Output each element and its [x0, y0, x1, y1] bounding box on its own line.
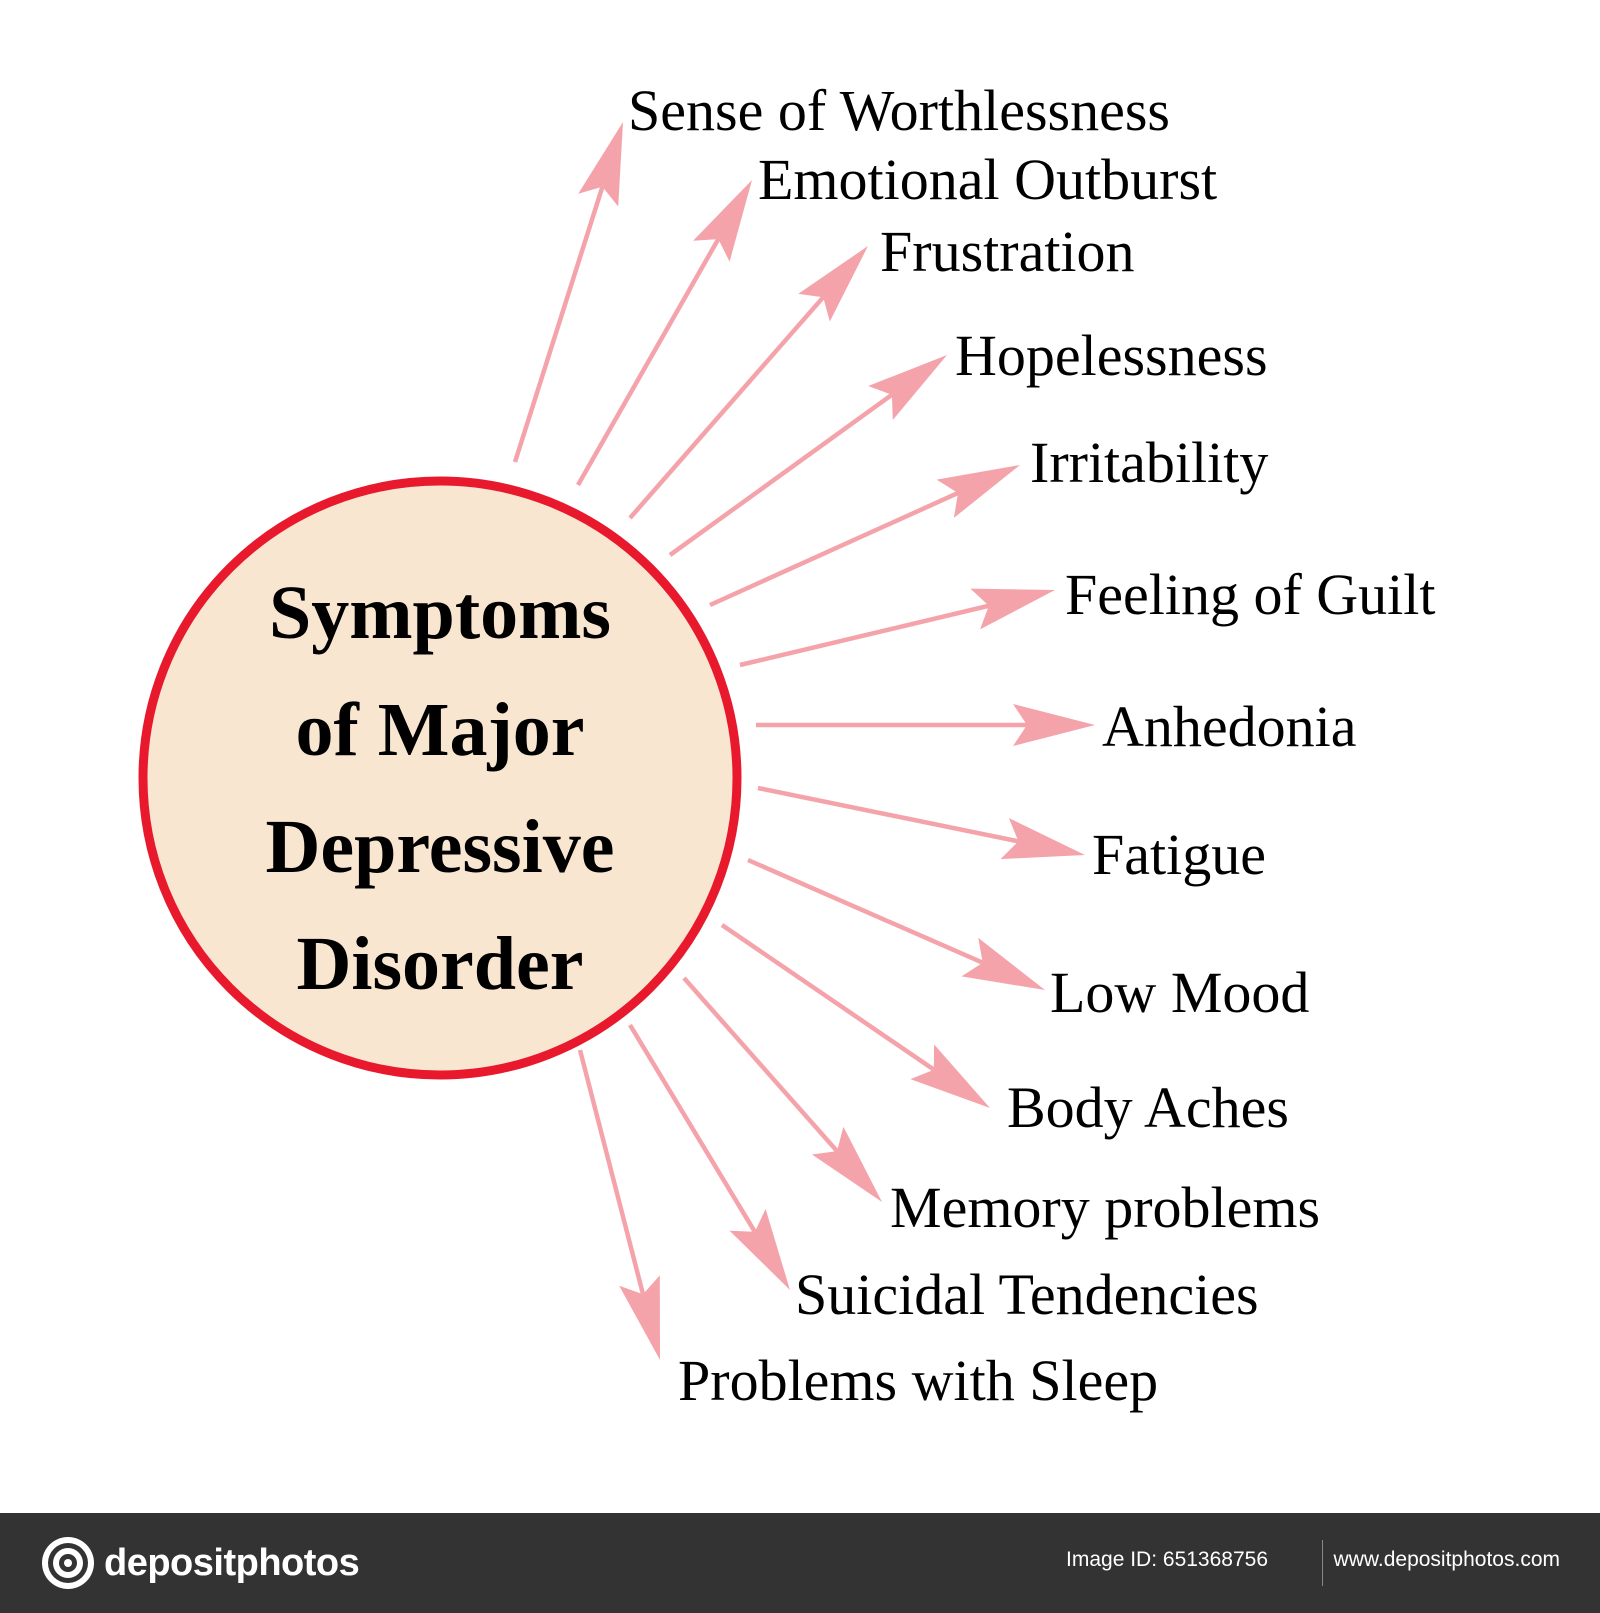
camera-icon	[42, 1537, 94, 1589]
arrow-head	[812, 1126, 882, 1202]
arrow-shaft	[757, 785, 1019, 844]
arrow-head	[868, 355, 947, 420]
arrow-head	[619, 1275, 660, 1360]
center-title-line-2: of Major	[295, 688, 585, 772]
symptom-label-suicidal-tendencies: Suicidal Tendencies	[795, 1262, 1259, 1327]
diagram: Symptoms of Major Depressive Disorder Se…	[138, 78, 1436, 1413]
arrow-6	[739, 588, 1055, 668]
image-id: Image ID: 651368756	[1066, 1548, 1268, 1571]
arrow-shaft	[747, 857, 984, 965]
arrow-head	[1000, 818, 1085, 860]
center-title-line-4: Disorder	[296, 922, 584, 1006]
center-title-line-3: Depressive	[265, 805, 615, 889]
arrow-12	[628, 1023, 790, 1290]
arrow-head	[578, 122, 623, 207]
symptom-label-emotional-outburst: Emotional Outburst	[758, 147, 1218, 212]
arrow-shaft	[739, 603, 990, 668]
arrow-head	[693, 180, 752, 262]
center-circle	[138, 476, 742, 1080]
symptom-label-low-mood: Low Mood	[1050, 960, 1310, 1025]
arrow-10	[720, 923, 990, 1108]
arrow-5	[709, 465, 1020, 608]
symptom-label-irritability: Irritability	[1030, 430, 1269, 495]
arrows-layer	[512, 122, 1095, 1360]
footer-bar: depositphotos Image ID: 651368756 www.de…	[0, 1513, 1600, 1613]
arrow-shaft	[720, 923, 936, 1072]
arrow-shaft	[682, 976, 839, 1153]
brand-name: depositphotos	[104, 1541, 360, 1584]
arrow-7	[756, 704, 1095, 746]
symptom-label-hopelessness: Hopelessness	[955, 323, 1268, 388]
arrow-head	[910, 1044, 990, 1108]
center-title-line-1: Symptoms	[268, 571, 612, 655]
symptom-label-memory-problems: Memory problems	[890, 1175, 1321, 1240]
symptom-label-fatigue: Fatigue	[1092, 822, 1266, 887]
arrow-2	[576, 180, 752, 487]
arrow-8	[757, 785, 1085, 860]
arrow-head	[729, 1208, 790, 1290]
symptom-label-anhedonia: Anhedonia	[1102, 694, 1357, 759]
arrow-shaft	[628, 295, 825, 520]
arrow-13	[577, 1049, 660, 1360]
arrow-1	[512, 122, 623, 463]
arrow-head	[936, 465, 1020, 518]
arrow-11	[682, 976, 882, 1202]
arrow-head	[798, 246, 868, 322]
arrow-shaft	[576, 237, 721, 487]
arrow-shaft	[709, 490, 959, 608]
symptom-label-body-aches: Body Aches	[1007, 1075, 1289, 1140]
arrow-head	[970, 588, 1055, 630]
symptom-label-frustration: Frustration	[880, 219, 1135, 284]
arrow-shaft	[668, 392, 894, 557]
arrow-shaft	[628, 1023, 757, 1233]
site-url-link[interactable]: www.depositphotos.com	[1333, 1548, 1560, 1571]
arrow-shaft	[577, 1049, 646, 1295]
arrow-shaft	[512, 186, 605, 463]
symptom-label-worthlessness: Sense of Worthlessness	[628, 78, 1170, 143]
symptom-label-feeling-of-guilt: Feeling of Guilt	[1065, 562, 1436, 627]
diagram-canvas	[138, 122, 1095, 1360]
arrow-head	[961, 937, 1045, 990]
symptom-label-problems-with-sleep: Problems with Sleep	[678, 1348, 1159, 1413]
arrow-9	[747, 857, 1045, 990]
arrow-4	[668, 355, 947, 557]
brand-logo[interactable]: depositphotos	[40, 1535, 360, 1591]
arrow-3	[628, 246, 868, 520]
center-title: Symptoms of Major Depressive Disorder	[170, 555, 710, 1023]
arrow-head	[1013, 704, 1095, 746]
footer-divider	[1322, 1540, 1323, 1586]
